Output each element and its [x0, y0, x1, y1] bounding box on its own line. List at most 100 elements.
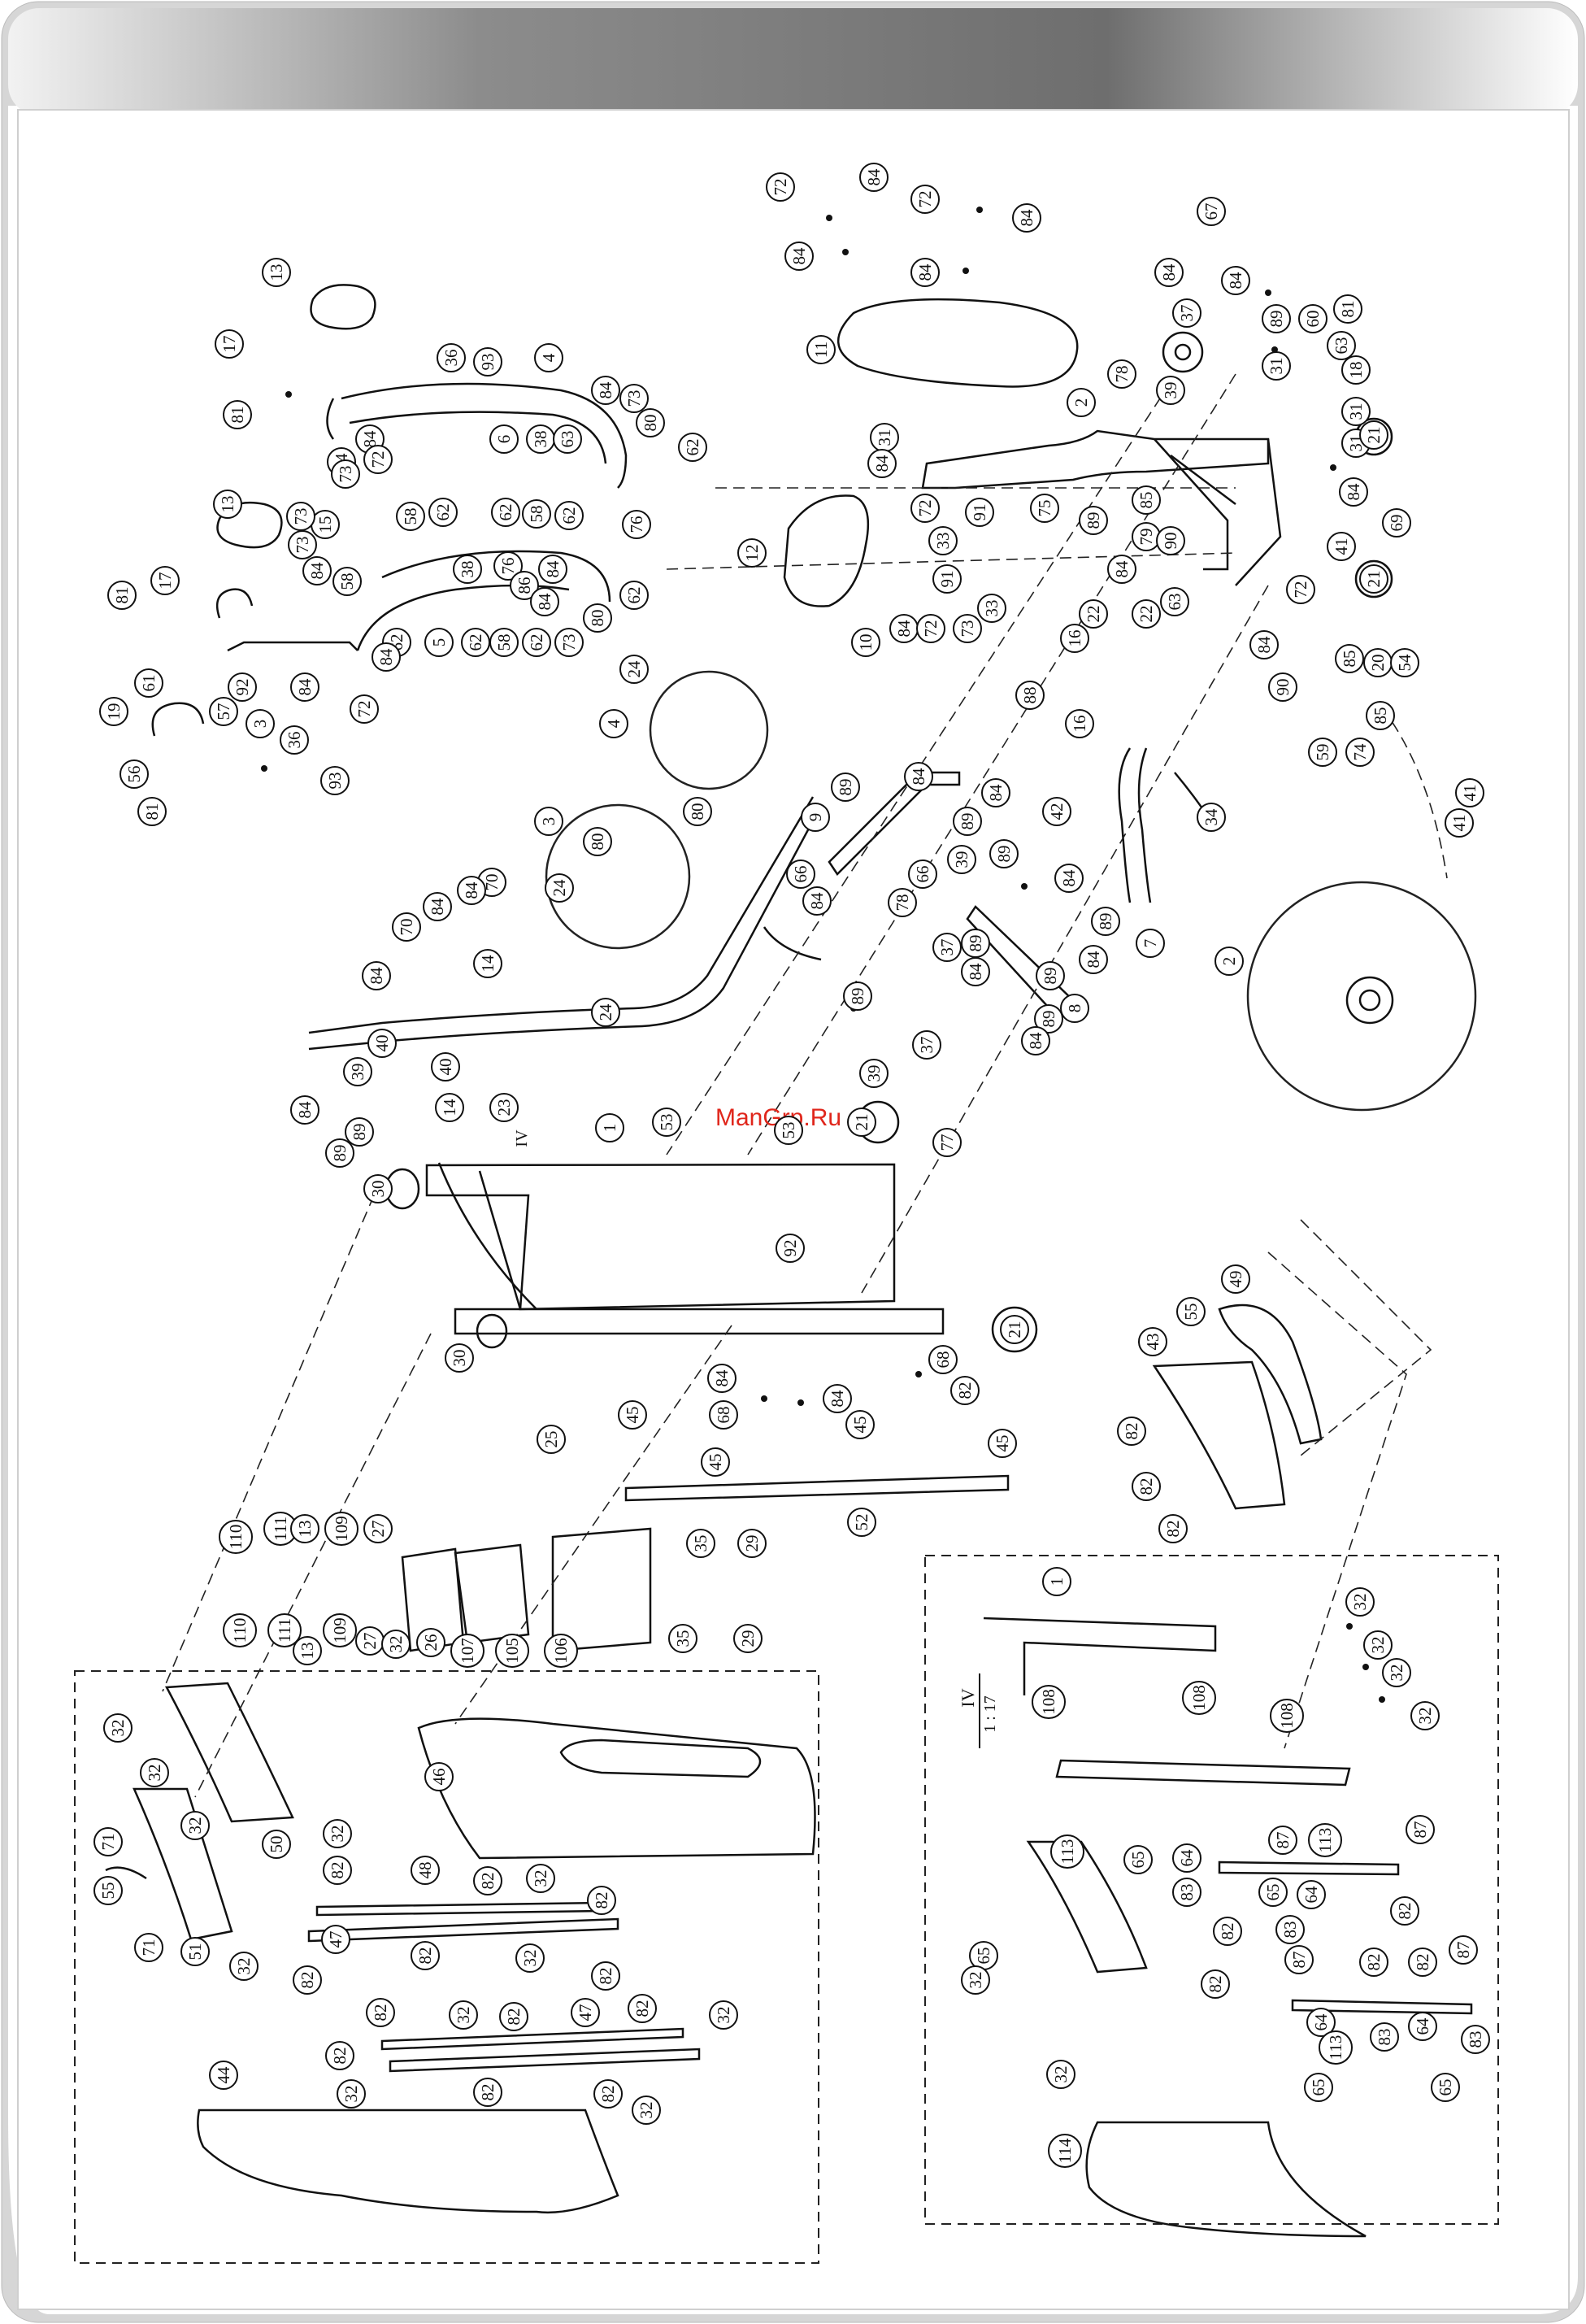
callout-circle: [786, 860, 815, 889]
part-callout: 77: [932, 1128, 962, 1157]
detail-circle-mid: [545, 803, 691, 950]
callout-number: 70: [482, 874, 502, 891]
callout-number: 105: [502, 1638, 522, 1664]
callout-circle: [1262, 304, 1291, 333]
callout-circle: [707, 1364, 737, 1393]
callout-number: 110: [230, 1618, 250, 1643]
callout-circle: [93, 1827, 123, 1856]
part-callout: 32: [229, 1952, 259, 1981]
callout-circle: [910, 494, 940, 523]
part-callout: 6: [489, 424, 519, 454]
callout-number: 92: [780, 1240, 800, 1257]
callout-number: 39: [1161, 382, 1180, 399]
part-callout: 33: [977, 594, 1006, 623]
callout-circle: [1268, 672, 1297, 702]
callout-number: 82: [596, 1968, 615, 1985]
part-callout: 89: [961, 929, 990, 958]
part-callout: 63: [1327, 331, 1356, 360]
part-callout: 74: [1345, 738, 1375, 767]
callout-circle: [411, 1856, 440, 1885]
callout-circle: [587, 1886, 616, 1915]
callout-circle: [473, 949, 502, 978]
callout-number: 32: [1368, 1637, 1388, 1654]
part-callout: 84: [1021, 1026, 1050, 1055]
callout-circle: [473, 347, 502, 376]
callout-number: 62: [559, 507, 579, 524]
part-callout: 82: [1201, 1969, 1230, 1999]
callout-number: 35: [691, 1535, 710, 1552]
callout-number: 89: [1084, 512, 1103, 529]
callout-circle: [437, 343, 466, 372]
callout-number: 113: [1058, 1839, 1077, 1865]
callout-circle: [619, 655, 649, 684]
callout-number: 29: [738, 1630, 758, 1647]
callout-circle: [337, 2079, 366, 2109]
callout-circle: [431, 1052, 460, 1081]
detail-view-label: IV 1 : 17: [958, 1673, 999, 1748]
callout-circle: [988, 1429, 1017, 1458]
part-callout: 82: [499, 2002, 528, 2031]
callout-circle: [544, 1634, 578, 1668]
callout-number: 84: [367, 967, 386, 985]
part-callout: 84: [591, 376, 620, 405]
callout-number: 47: [326, 1931, 345, 1948]
callout-number: 83: [1177, 1884, 1197, 1901]
part-callout: 39: [947, 845, 976, 874]
callout-circle: [737, 538, 767, 568]
part-callout: 27: [363, 1514, 393, 1543]
part-callout: 48: [411, 1856, 440, 1885]
callout-number: 7: [1141, 939, 1160, 948]
callout-number: 72: [354, 701, 374, 718]
callout-number: 33: [933, 533, 953, 550]
part-callout: 21: [847, 1108, 876, 1137]
callout-number: 82: [1122, 1423, 1141, 1440]
callout-number: 80: [641, 415, 660, 432]
callout-number: 14: [478, 955, 498, 973]
callout-circle: [545, 873, 574, 903]
callout-number: 38: [458, 561, 477, 578]
detail-circle-top: [649, 670, 769, 790]
callout-circle: [246, 709, 275, 738]
part-callout: 113: [1319, 2030, 1353, 2065]
part-callout: 45: [701, 1447, 730, 1477]
part-callout: 72: [766, 172, 795, 202]
callout-circle: [1408, 2012, 1437, 2041]
callout-number: 24: [624, 660, 644, 678]
callout-number: 64: [1311, 2013, 1331, 2031]
callout-number: 73: [291, 508, 311, 525]
callout-circle: [293, 1965, 322, 1995]
callout-number: 39: [348, 1064, 367, 1081]
callout-circle: [1176, 1297, 1206, 1326]
callout-number: 29: [742, 1535, 762, 1552]
part-callout: 32: [526, 1864, 555, 1893]
callout-number: 82: [1206, 1976, 1225, 1993]
part-callout: 58: [332, 567, 362, 596]
callout-circle: [1339, 477, 1368, 507]
detail-box-bottom-right: [924, 1555, 1499, 2225]
callout-number: 83: [1280, 1921, 1300, 1939]
part-callout: 109: [324, 1512, 358, 1546]
part-callout: 3: [246, 709, 275, 738]
callout-circle: [1327, 331, 1356, 360]
callout-number: 84: [307, 562, 327, 580]
callout-circle: [1050, 1834, 1084, 1869]
callout-circle: [916, 614, 945, 643]
part-callout: 84: [538, 555, 567, 584]
callout-circle: [1249, 630, 1279, 659]
callout-number: 55: [98, 1882, 118, 1900]
callout-circle: [372, 642, 401, 672]
callout-circle: [362, 961, 391, 990]
part-callout: 38: [526, 424, 555, 454]
callout-circle: [1015, 681, 1045, 710]
callout-number: 73: [559, 634, 579, 651]
callout-number: 84: [360, 430, 380, 448]
callout-number: 75: [1035, 500, 1054, 517]
callout-number: 62: [466, 634, 485, 651]
callout-number: 41: [1332, 538, 1351, 555]
callout-number: 84: [376, 648, 396, 666]
callout-number: 84: [1026, 1032, 1045, 1050]
callout-circle: [489, 1093, 519, 1122]
callout-circle: [223, 1613, 257, 1647]
callout-circle: [321, 1925, 350, 1954]
part-callout: 82: [325, 2041, 354, 2070]
